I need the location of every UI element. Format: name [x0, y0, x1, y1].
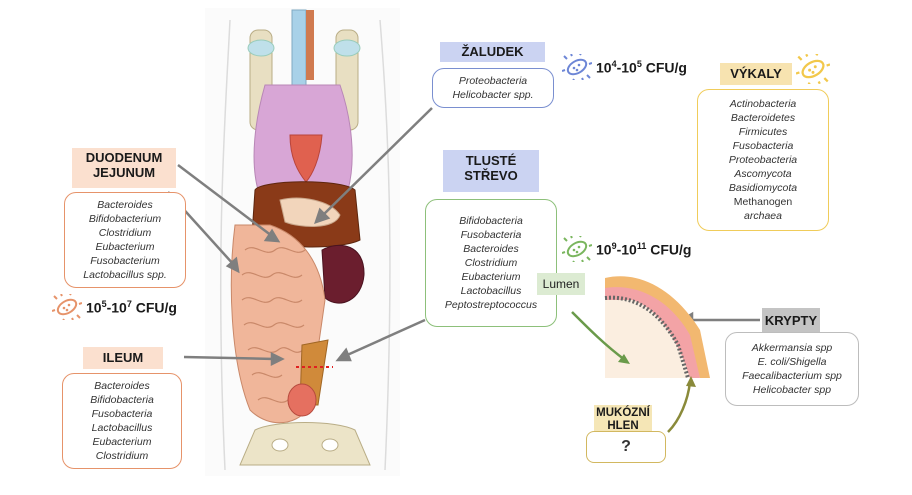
mucus-arrow: [667, 381, 692, 433]
stomach-cfu: 104-105 CFU/g: [562, 54, 687, 80]
bacteria-item: Proteobacteria: [728, 154, 798, 166]
bacteria-item: Lactobacillus: [460, 285, 522, 297]
crypts-header: KRYPTY: [762, 308, 820, 334]
crypts-bacteria-list: Akkermansia spp E. coli/Shigella Faecali…: [725, 332, 859, 406]
bacteria-item: Bifidobacteria: [459, 215, 523, 227]
crypt-tissue-illustration: [604, 276, 710, 379]
stomach-header: ŽALUDEK: [440, 42, 545, 62]
bacteria-item: Clostridium: [98, 227, 152, 239]
bacteria-item: Fusobacteria: [91, 408, 153, 420]
cfu-value: 109-1011 CFU/g: [596, 240, 692, 258]
bacteria-item: Lactobacillus: [91, 422, 153, 434]
duodenum-bacteria-list: Bacteroides Bifidobacterium Clostridium …: [64, 192, 186, 288]
body-outline: [219, 19, 391, 471]
lumen-arrow: [571, 311, 626, 361]
bacterium-icon: [796, 54, 830, 84]
duodenum-title: DUODENUM: [85, 150, 163, 165]
bacteria-item: Bacteroides: [94, 380, 150, 392]
bacteria-item: Eubacterium: [92, 436, 152, 448]
pelvis: [239, 422, 371, 466]
bacteria-item: Bacteroides: [463, 243, 519, 255]
colon-title-line2: STŘEVO: [464, 167, 518, 183]
bacteria-item: Clostridium: [464, 257, 518, 269]
bacteria-item: Faecalibacterium spp: [742, 370, 842, 382]
stomach-bacteria-list: Proteobacteria Helicobacter spp.: [432, 68, 554, 108]
bacteria-item: Lactobacillus spp.: [83, 269, 167, 281]
bacteria-item: Helicobacter spp.: [452, 89, 534, 101]
bacteria-item: Ascomycota: [734, 168, 792, 180]
spleen: [321, 244, 365, 304]
bacterium-icon: [52, 294, 82, 320]
bacteria-item: Bifidobacterium: [88, 213, 162, 225]
bacteria-item: Fusobacterium: [90, 255, 160, 267]
rectum: [287, 383, 317, 417]
bacteria-item: Fusobacteria: [732, 140, 794, 152]
bacterium-icon: [562, 54, 592, 80]
mucus-title-line1: MUKÓZNÍ: [596, 407, 650, 419]
bacteria-item: Basidiomycota: [728, 182, 798, 194]
bacteria-item: Clostridium: [95, 450, 149, 462]
bacteria-item: Bacteroidetes: [730, 112, 796, 124]
mucus-value: ?: [621, 438, 631, 455]
bacteria-item: Bacteroides: [97, 199, 153, 211]
colon-title-line1: TLUSTÉ: [465, 153, 517, 168]
bacteria-item: Firmicutes: [738, 126, 788, 138]
bacterium-icon: [562, 236, 592, 262]
duodenum-jejunum-header: DUODENUM JEJUNUM: [72, 148, 176, 188]
ileum-bacteria-list: Bacteroides Bifidobacteria Fusobacteria …: [62, 373, 182, 469]
bacteria-item: Eubacterium: [95, 241, 155, 253]
bacteria-item: Eubacterium: [461, 271, 521, 283]
feces-header: VÝKALY: [720, 63, 792, 85]
bacteria-item: E. coli/Shigella: [757, 356, 827, 368]
bacteria-item: Bifidobacteria: [90, 394, 154, 406]
bacteria-item: Proteobacteria: [458, 75, 528, 87]
colon-header: TLUSTÉ STŘEVO: [443, 150, 539, 192]
cfu-value: 105-107 CFU/g: [86, 298, 177, 316]
intestine-folds: [241, 247, 306, 403]
trachea: [291, 9, 307, 86]
jejunum-title: JEJUNUM: [92, 164, 156, 180]
bacteria-item: archaea: [744, 210, 782, 222]
ileum-header: ILEUM: [83, 347, 163, 369]
duodenum-cfu: 105-107 CFU/g: [52, 294, 177, 320]
colon-cfu: 109-1011 CFU/g: [562, 236, 691, 262]
mucus-title-line2: HLEN: [607, 420, 639, 433]
bacteria-item: Akkermansia spp: [751, 342, 833, 354]
bacteria-item: Peptostreptococcus: [444, 299, 538, 311]
colon-bacteria-list: Bifidobacteria Fusobacteria Bacteroides …: [425, 199, 557, 327]
bacteria-item: Fusobacteria: [460, 229, 522, 241]
lumen-label: Lumen: [537, 273, 585, 295]
bacteria-item: Methanogen: [733, 196, 793, 208]
cfu-value: 104-105 CFU/g: [596, 58, 687, 76]
mucus-value-box: ?: [586, 431, 666, 463]
bacteria-item: Actinobacteria: [729, 98, 797, 110]
bacteria-item: Helicobacter spp: [752, 384, 832, 396]
esophagus: [306, 10, 314, 80]
feces-bacteria-list: Actinobacteria Bacteroidetes Firmicutes …: [697, 89, 829, 231]
